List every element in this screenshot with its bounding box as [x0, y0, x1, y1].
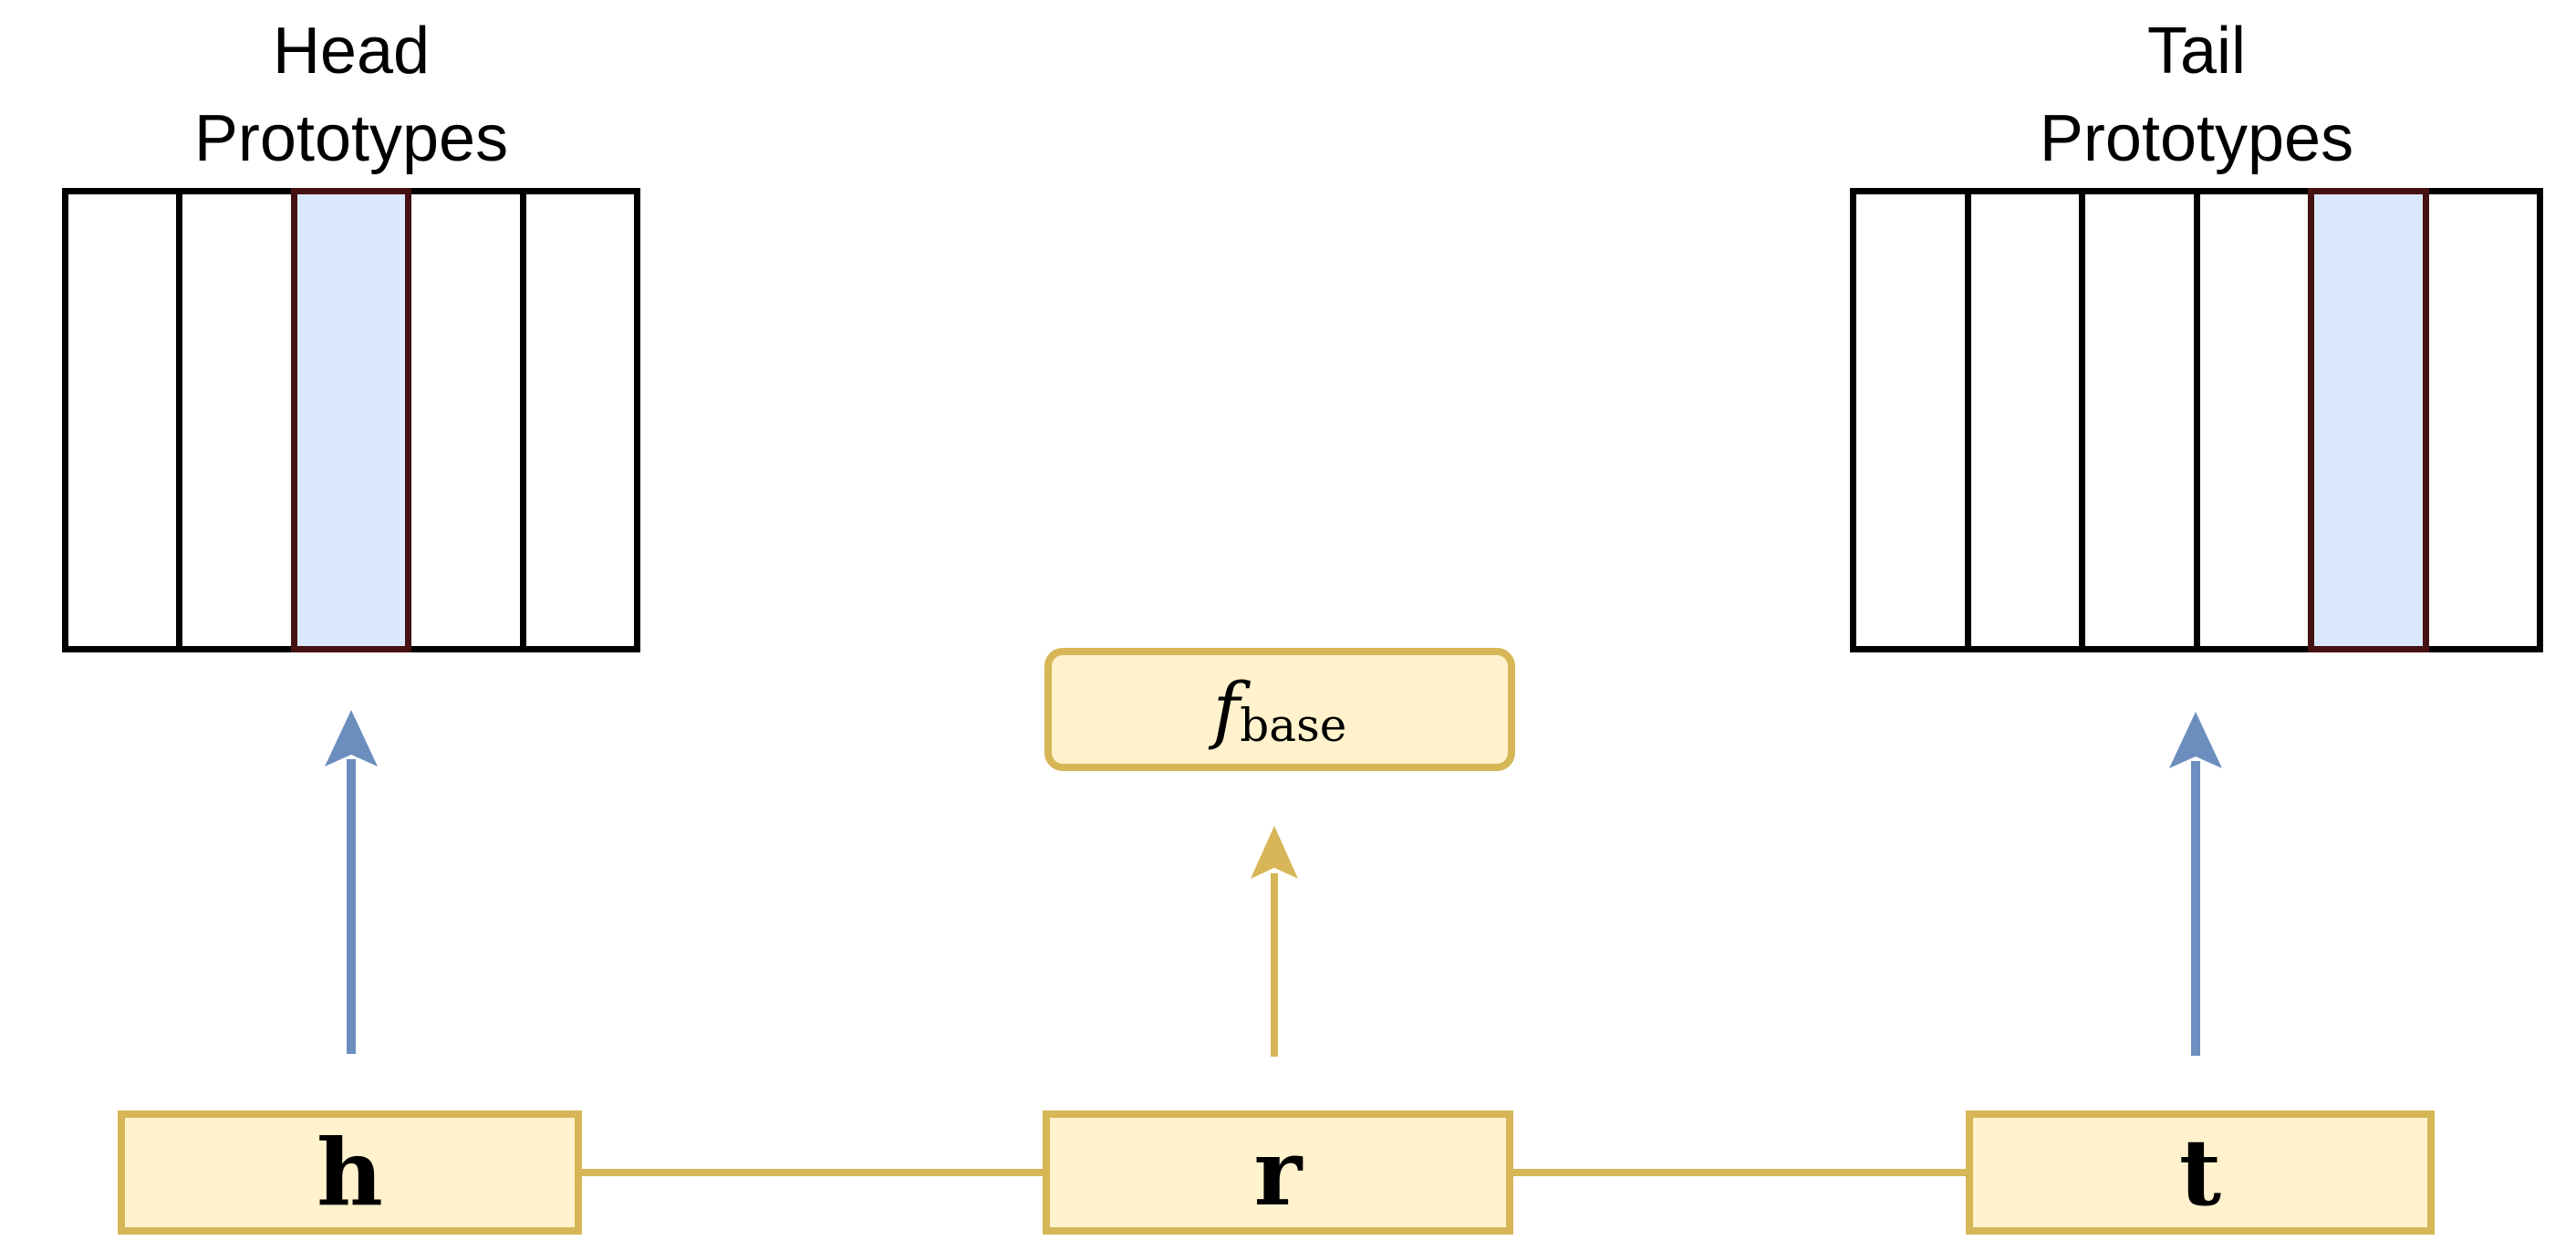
relation-entity-box: r — [1043, 1110, 1513, 1235]
head-entity-label: h — [317, 1119, 383, 1226]
prototype-cell — [405, 188, 526, 652]
connector-h-r — [581, 1169, 1044, 1176]
head-arrow — [325, 710, 378, 1054]
fbase-arrow — [1251, 826, 1298, 1057]
tail-entity-box: t — [1966, 1110, 2435, 1235]
fbase-subscript: base — [1240, 698, 1347, 752]
prototype-cell — [519, 188, 641, 652]
prototype-cell — [1964, 188, 2085, 652]
prototype-cell — [2193, 188, 2314, 652]
tail-prototypes-box — [1850, 188, 2543, 652]
relation-entity-label: r — [1253, 1119, 1303, 1226]
prototype-cell — [176, 188, 297, 652]
prototype-cell — [2422, 188, 2543, 652]
connector-r-t — [1512, 1169, 1967, 1176]
head-prototypes-box — [62, 188, 641, 652]
tail-entity-label: t — [2178, 1119, 2222, 1226]
tail-prototypes-label: Tail Prototypes — [2039, 15, 2354, 175]
head-entity-box: h — [118, 1110, 582, 1235]
prototype-cell-highlighted — [2308, 188, 2429, 652]
tail-arrow — [2169, 712, 2222, 1056]
prototype-cell — [1850, 188, 1971, 652]
fbase-symbol: f — [1212, 666, 1241, 752]
prototype-cell — [2079, 188, 2200, 652]
head-prototypes-label: Head Prototypes — [193, 15, 509, 175]
prototype-cell — [62, 188, 183, 652]
prototype-cell-highlighted — [290, 188, 412, 652]
